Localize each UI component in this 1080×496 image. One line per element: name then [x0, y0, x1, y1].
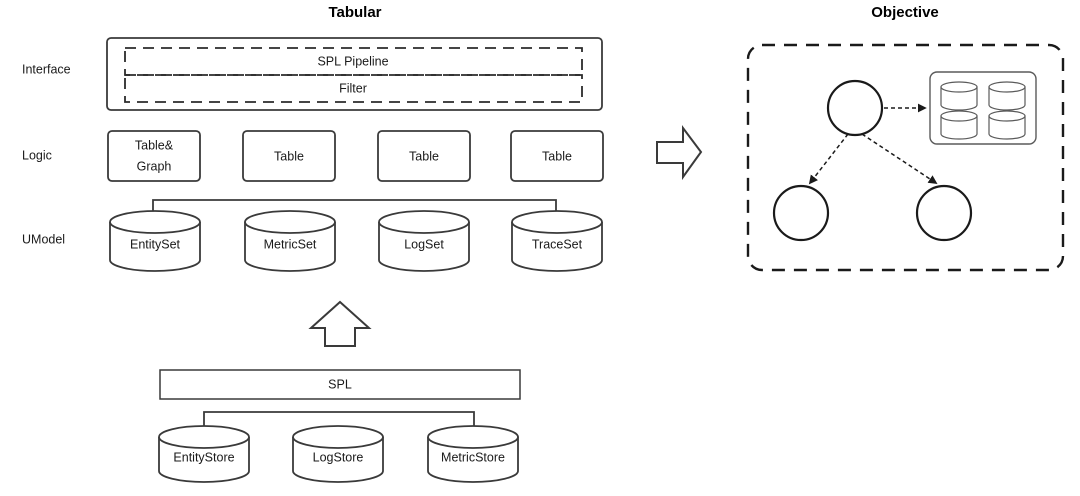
row-label-interface: Interface	[22, 62, 71, 76]
umodel-cylinder-logset[interactable]: LogSet	[378, 210, 470, 272]
logic-box-table-and-graph[interactable]	[107, 130, 201, 182]
objective-panel-boundary	[746, 43, 1065, 272]
edge-root-to-node-left	[808, 133, 849, 185]
umodel-label-logset: LogSet	[404, 237, 444, 251]
logic-box-table-2-label: Table	[274, 149, 304, 163]
logic-box-table-4-label: Table	[542, 149, 572, 163]
store-cylinder-entitystore[interactable]: EntityStore	[158, 425, 250, 483]
store-cylinder-metricstore[interactable]: MetricStore	[427, 425, 519, 483]
store-label-metricstore: MetricStore	[441, 450, 505, 464]
edge-root-to-node-right	[861, 133, 938, 184]
band-label-filter: Filter	[339, 81, 367, 95]
umodel-cylinder-metricset[interactable]: MetricSet	[244, 210, 336, 272]
stores-connector-bracket	[203, 411, 475, 432]
umodel-connector-bracket	[152, 199, 557, 213]
spl-bar[interactable]	[159, 369, 521, 400]
logic-box-table-3[interactable]	[377, 130, 471, 182]
umodel-cylinder-traceset[interactable]: TraceSet	[511, 210, 603, 272]
row-label-umodel: UModel	[22, 232, 65, 246]
mini-cylinder-1	[940, 81, 978, 111]
objective-node-left[interactable]	[772, 184, 830, 242]
objective-store-grid[interactable]	[929, 71, 1037, 145]
page-title-objective: Objective	[871, 4, 939, 21]
logic-box-table-and-graph-line1: Table&	[135, 138, 174, 152]
store-label-logstore: LogStore	[313, 450, 364, 464]
right-block-arrow	[656, 125, 703, 181]
logic-box-table-2[interactable]	[242, 130, 336, 182]
row-label-logic: Logic	[22, 148, 52, 162]
band-spl-pipeline[interactable]	[124, 47, 583, 76]
umodel-cylinder-entityset[interactable]: EntitySet	[109, 210, 201, 272]
umodel-label-metricset: MetricSet	[264, 237, 317, 251]
store-cylinder-logstore[interactable]: LogStore	[292, 425, 384, 483]
logic-box-table-4[interactable]	[510, 130, 604, 182]
interface-container	[106, 37, 603, 111]
band-filter[interactable]	[124, 74, 583, 103]
objective-node-root[interactable]	[826, 79, 884, 137]
band-label-spl-pipeline: SPL Pipeline	[317, 54, 388, 68]
mini-cylinder-4	[988, 110, 1026, 140]
up-block-arrow	[308, 300, 372, 347]
mini-cylinder-2	[988, 81, 1026, 111]
spl-bar-label: SPL	[328, 377, 352, 391]
umodel-label-entityset: EntitySet	[130, 237, 181, 251]
logic-box-table-and-graph-line2: Graph	[137, 159, 172, 173]
store-label-entitystore: EntityStore	[173, 450, 234, 464]
page-title-tabular: Tabular	[328, 4, 381, 21]
umodel-label-traceset: TraceSet	[532, 237, 583, 251]
logic-box-table-3-label: Table	[409, 149, 439, 163]
objective-node-right[interactable]	[915, 184, 973, 242]
mini-cylinder-3	[940, 110, 978, 140]
